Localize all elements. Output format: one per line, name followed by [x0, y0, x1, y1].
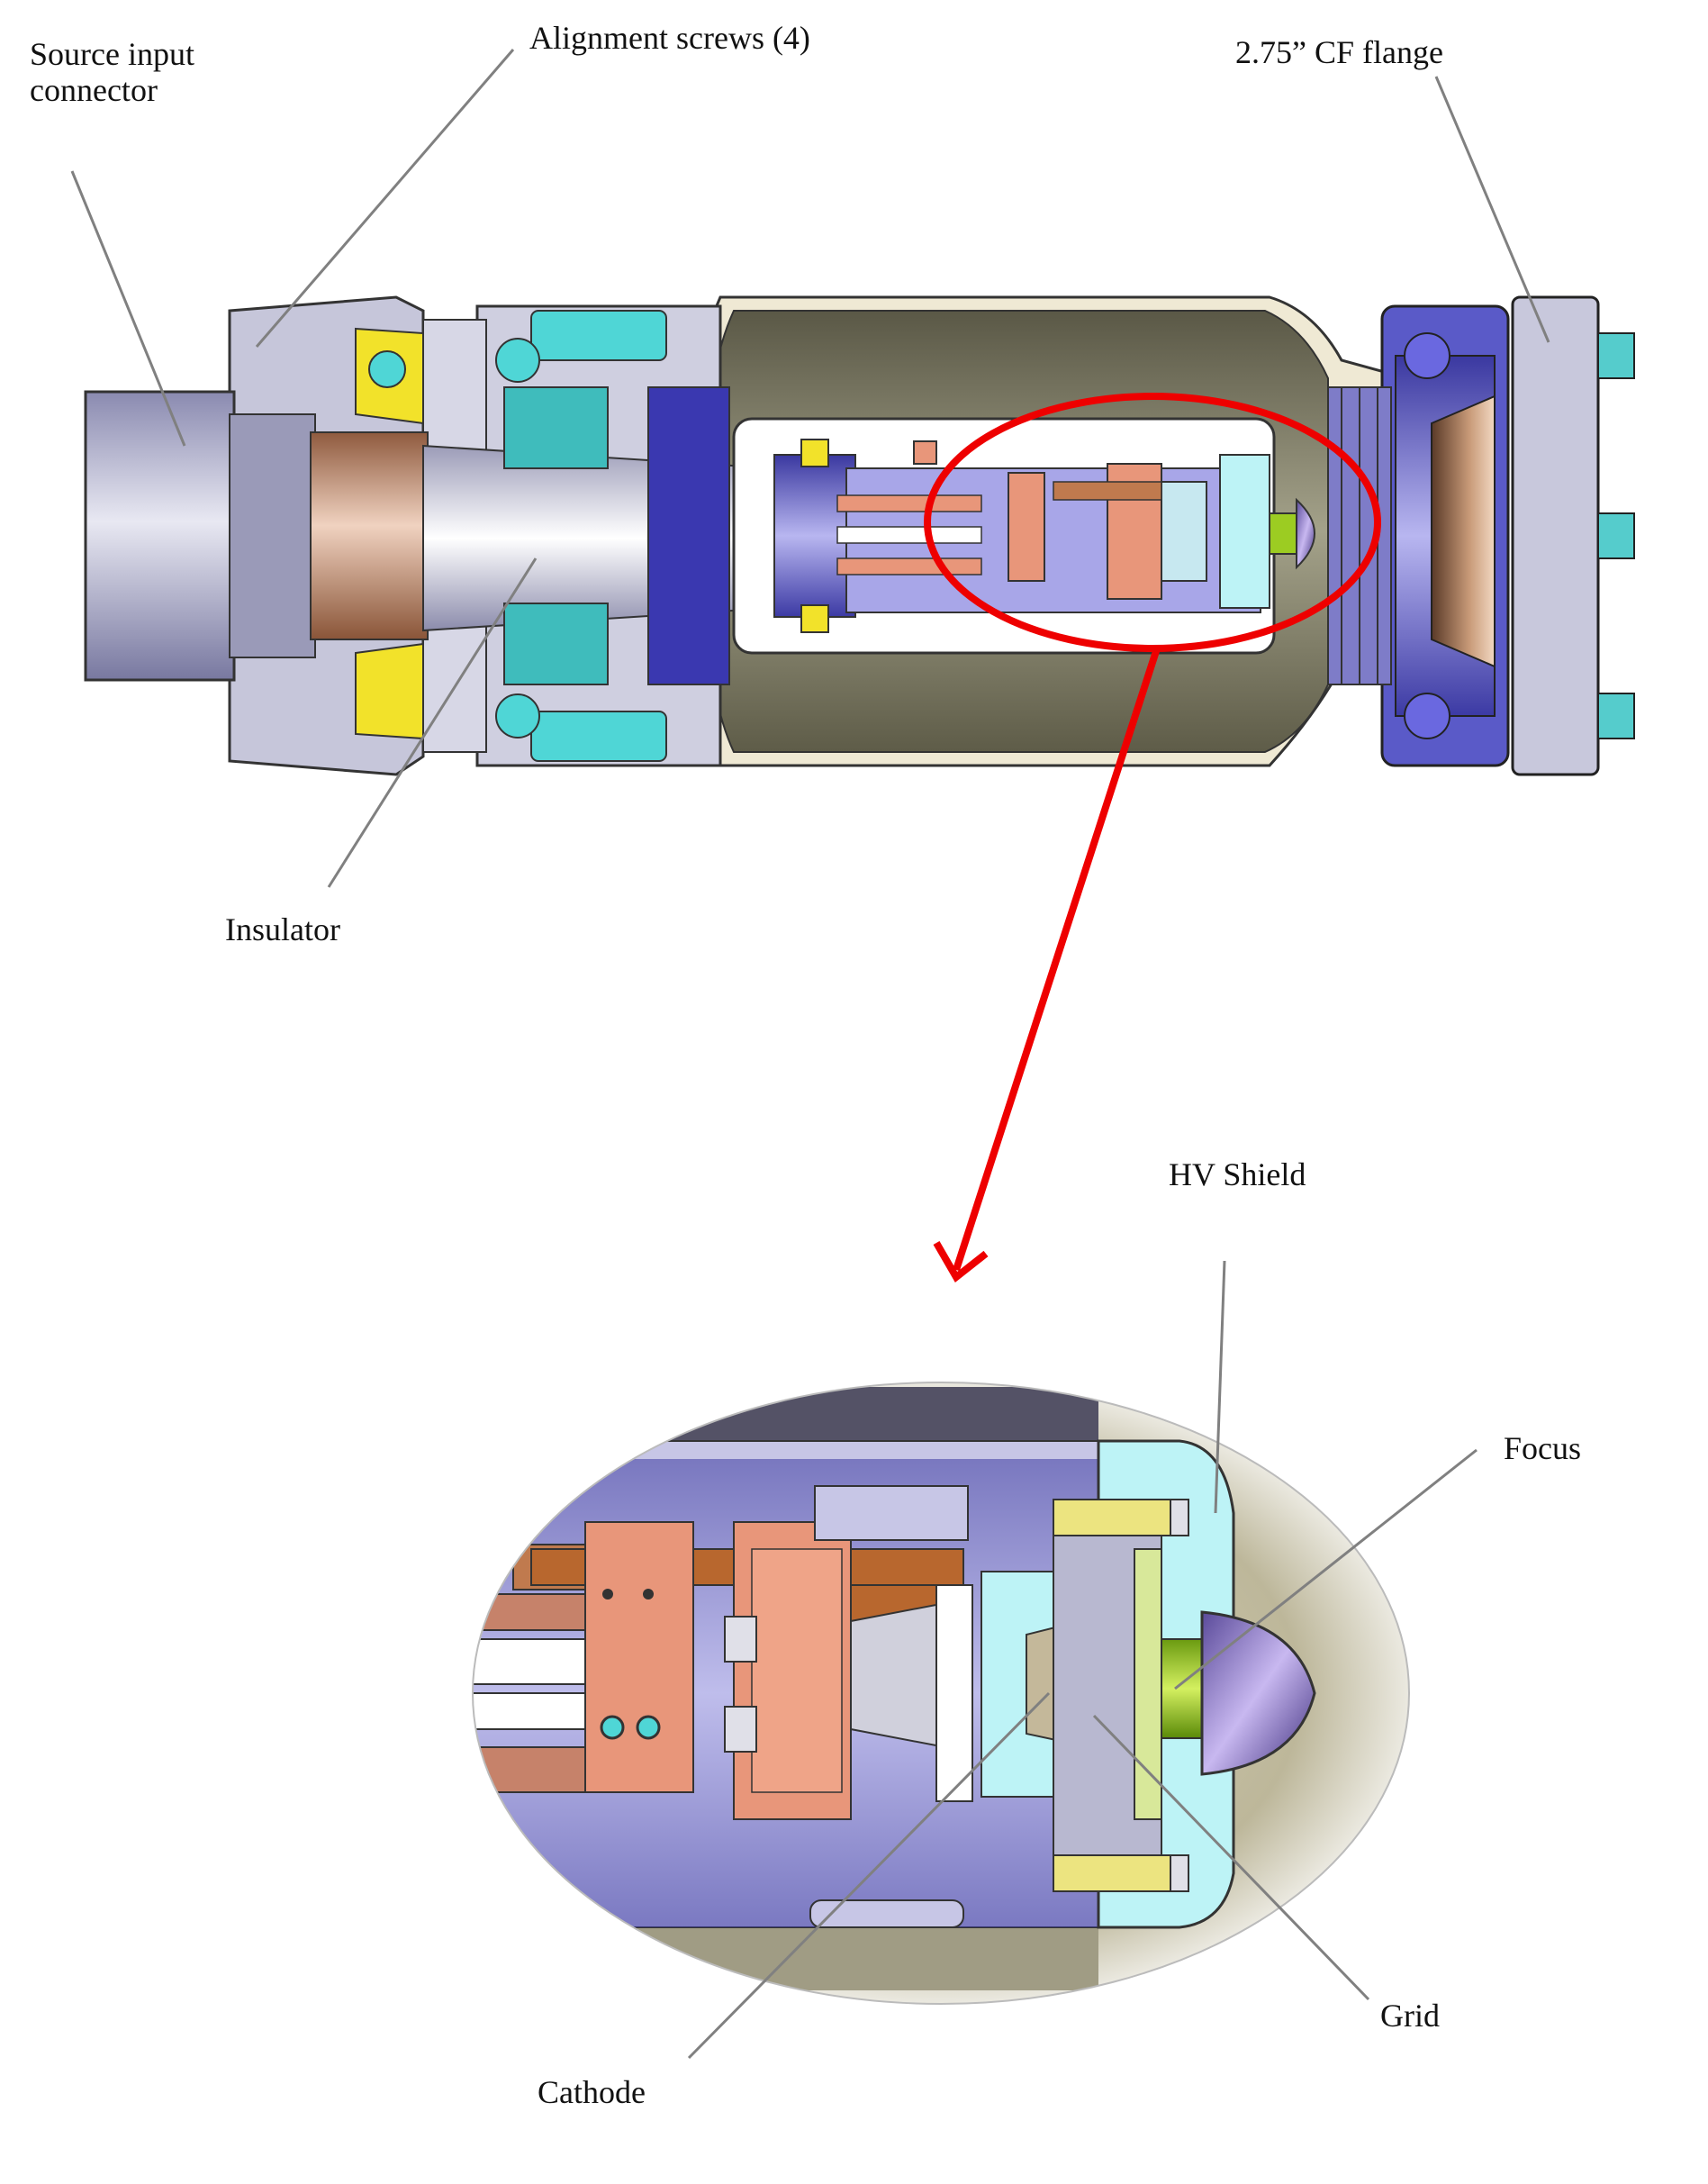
flange-bolt — [1597, 332, 1635, 379]
leader-lines — [70, 49, 1550, 2060]
label-insulator: Insulator — [225, 911, 340, 947]
screw — [1053, 1854, 1180, 1892]
zoom-arrow — [953, 647, 1161, 1272]
leader-alignment-screws — [255, 49, 515, 348]
flange-bolt — [1597, 693, 1635, 739]
label-source-input-line2: connector — [30, 72, 158, 108]
source-input-connector — [84, 390, 236, 682]
yellow-seal — [355, 642, 424, 740]
leader-hv-shield — [1214, 1260, 1226, 1514]
cf-flange — [1511, 295, 1600, 776]
flange-bolt — [1597, 512, 1635, 559]
label-source-input-line1: Source input — [30, 36, 194, 72]
label-grid: Grid — [1380, 1998, 1440, 2034]
leader-source-input — [70, 170, 186, 447]
label-flange: 2.75” CF flange — [1235, 34, 1443, 70]
label-cathode: Cathode — [538, 2074, 646, 2110]
zoom-highlight-ellipse — [924, 393, 1381, 652]
leader-grid — [1092, 1714, 1370, 2001]
label-focus: Focus — [1504, 1430, 1582, 1466]
screw — [1053, 1499, 1180, 1536]
label-hv-shield: HV Shield — [1169, 1156, 1306, 1192]
leader-insulator — [327, 557, 538, 888]
zoom-detail — [472, 1382, 1410, 2005]
leader-flange — [1434, 76, 1550, 343]
zoom-arrow-head — [933, 1240, 989, 1282]
support-block — [584, 1521, 694, 1793]
leader-focus — [1174, 1448, 1478, 1690]
assembly-section — [84, 295, 1635, 776]
leader-cathode — [687, 1691, 1051, 2060]
label-alignment-screws: Alignment screws (4) — [529, 20, 810, 56]
label-source-input: Source input connector — [30, 36, 194, 108]
copper-sleeve — [310, 431, 429, 640]
